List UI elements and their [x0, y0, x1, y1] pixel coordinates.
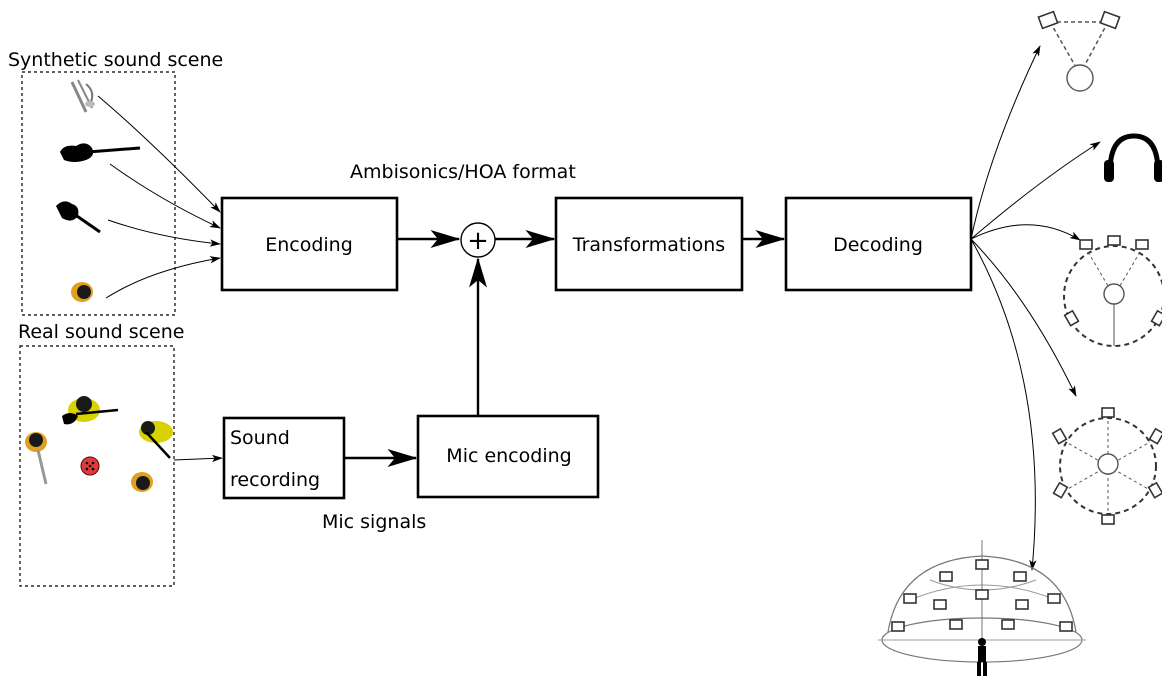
sound-recording-box: [222, 416, 346, 500]
decoding-label: Decoding: [833, 234, 923, 256]
summation-symbol: +: [467, 226, 489, 256]
decoding-to-dome-arrow: [970, 238, 1037, 571]
electric-guitar-icon: [60, 143, 141, 162]
stereo-speakers-icon: [1037, 10, 1121, 92]
bassist-icon: [139, 421, 173, 459]
decoding-to-headphones-arrow: [970, 141, 1101, 240]
mic-encoding-label: Mic encoding: [446, 445, 571, 467]
decoding-box: [784, 196, 973, 292]
synthetic-scene-frame: [21, 71, 176, 316]
microphone-array-icon: [80, 456, 100, 476]
drummer-icon: [71, 282, 93, 302]
mic-signals-label: Mic signals: [322, 511, 426, 533]
dome-speaker-array-icon: [878, 540, 1086, 676]
trombonist-icon: [25, 432, 48, 485]
encoding-label: Encoding: [265, 234, 353, 256]
transformations-box: [554, 196, 744, 292]
synthetic-scene-label: Synthetic sound scene: [8, 49, 223, 71]
octagonal-speaker-array-icon: [1051, 407, 1162, 525]
5-1-surround-icon: [1063, 235, 1162, 347]
bass-to-encoding-arrow: [107, 219, 221, 247]
decoding-to-surround-arrow: [970, 224, 1081, 241]
drummer-to-encoding-arrow: [105, 256, 221, 299]
guitar-to-encoding-arrow: [109, 163, 221, 229]
real-scene-label: Real sound scene: [18, 321, 184, 343]
guitarist-icon: [62, 396, 119, 425]
decoding-to-octagon-arrow: [970, 238, 1077, 397]
headphones-icon: [1104, 133, 1162, 182]
sound-recording-label-line2: recording: [230, 469, 320, 491]
decoding-to-stereo-arrow: [970, 45, 1041, 240]
trombone-to-encoding-arrow: [97, 95, 221, 213]
trombone-icon: [70, 79, 95, 113]
transformations-label: Transformations: [572, 234, 725, 256]
real-scene-to-recording-arrow: [173, 454, 223, 463]
real-scene-frame: [19, 345, 175, 587]
real-drummer-icon: [131, 472, 153, 492]
bass-guitar-icon: [56, 201, 101, 234]
ambisonics-format-label: Ambisonics/HOA format: [350, 161, 576, 183]
encoding-box: [220, 196, 399, 292]
mic-encoding-box: [416, 414, 600, 499]
sound-recording-label-line1: Sound: [230, 427, 290, 449]
